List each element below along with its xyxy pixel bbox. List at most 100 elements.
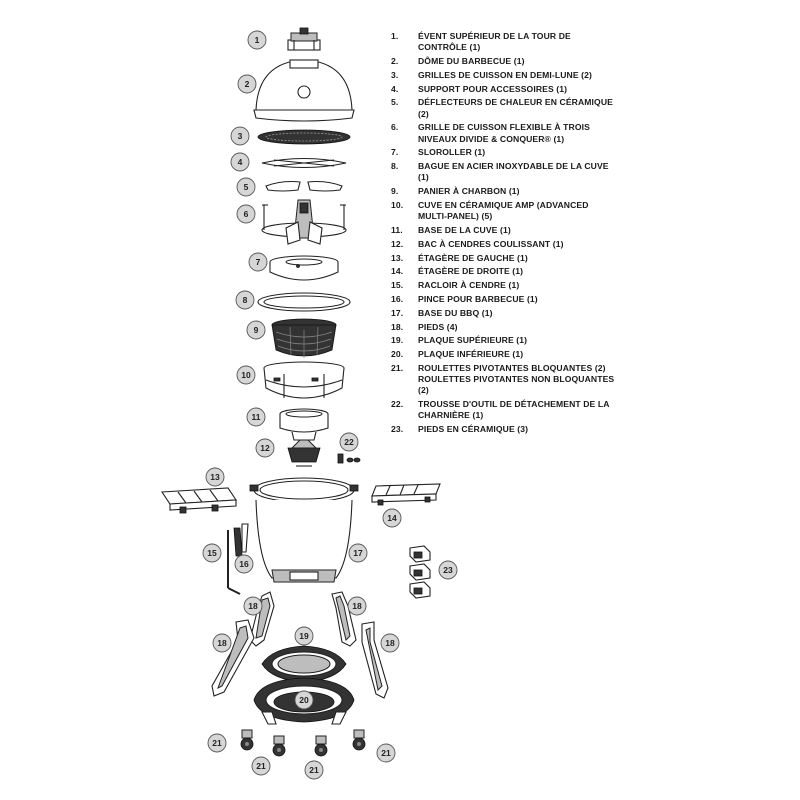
callout-11: 11 [246,407,266,427]
part-description-line: BAC À CENDRES COULISSANT (1) [418,238,564,249]
part-number: 4. [391,83,399,94]
callout-8: 8 [235,290,255,310]
part-number: 16. [391,293,404,304]
callout-5: 5 [236,177,256,197]
part-description-line: SLOROLLER (1) [418,147,486,158]
part-description-line: ÉTAGÈRE DE DROITE (1) [418,266,524,277]
part-number: 19. [391,335,404,346]
svg-text:18: 18 [248,601,258,611]
part-accessory-rack [261,157,347,169]
svg-text:15: 15 [207,548,217,558]
part-description-line: PANIER À CHARBON (1) [418,186,520,197]
part-top-plate [261,645,347,683]
svg-text:17: 17 [353,548,363,558]
callout-17: 17 [348,543,368,563]
part-number: 5. [391,97,399,108]
part-grill-gripper [233,523,249,557]
part-number: 13. [391,252,404,263]
parts-list-item: 8.BAGUE EN ACIER INOXYDABLE DE LA CUVE(1… [391,161,631,183]
callout-18a: 18 [243,596,263,616]
part-description-line: PIEDS EN CÉRAMIQUE (3) [418,424,529,435]
callout-12: 12 [255,438,275,458]
callouts: 1 2 3 4 5 6 7 8 9 10 11 12 13 14 15 16 1… [202,30,458,780]
part-description-line: ROULETTES PIVOTANTES BLOQUANTES (2) [418,362,606,373]
part-description-line: CUVE EN CÉRAMIQUE AMP (ADVANCED [418,199,589,210]
parts-list-item: 17. BASE DU BBQ (1) [391,308,631,319]
part-number: 2. [391,56,399,66]
part-description-line: PINCE POUR BARBECUE (1) [418,293,538,304]
part-casters [240,729,366,757]
parts-list-item: 7.SLOROLLER (1) [391,147,631,158]
part-description-line: SUPPORT POUR ACCESSOIRES (1) [418,83,568,94]
callout-22: 22 [339,432,359,452]
part-description-line: GRILLE DE CUISSON FLEXIBLE À TROIS [418,122,590,133]
parts-list-item: 12.BAC À CENDRES COULISSANT (1) [391,239,631,250]
parts-list-item: 13. ÉTAGÈRE DE GAUCHE (1) [391,253,631,264]
callout-16: 16 [234,554,254,574]
svg-text:7: 7 [256,257,261,267]
part-number: 21. [391,362,404,373]
svg-text:19: 19 [299,631,309,641]
svg-text:1: 1 [255,35,260,45]
part-description-line: GRILLES DE CUISSON EN DEMI-LUNE (2) [418,69,592,80]
part-description-line: ÉTAGÈRE DE GAUCHE (1) [418,252,528,263]
part-description-line: DÉFLECTEURS DE CHALEUR EN CÉRAMIQUE [418,97,613,108]
svg-text:10: 10 [241,370,251,380]
parts-list-item: 18.PIEDS (4) [391,322,631,333]
part-number: 17. [391,307,404,318]
part-description-line: BAGUE EN ACIER INOXYDABLE DE LA CUVE [418,161,609,172]
part-description-line: CONTRÔLE (1) [418,42,481,53]
svg-text:12: 12 [260,443,270,453]
part-description-line: PLAQUE INFÉRIEURE (1) [418,349,524,360]
part-legs [211,591,389,699]
svg-text:8: 8 [243,295,248,305]
svg-text:23: 23 [443,565,453,575]
parts-list-item: 9.PANIER À CHARBON (1) [391,186,631,197]
svg-text:11: 11 [252,412,261,422]
callout-21d: 21 [376,743,396,763]
parts-list-item: 4. SUPPORT POUR ACCESSOIRES (1) [391,84,631,95]
callout-21a: 21 [207,733,227,753]
part-description-line: DÔME DU BARBECUE (1) [418,56,525,66]
svg-text:6: 6 [244,209,249,219]
svg-text:22: 22 [344,437,354,447]
part-number: 14. [391,266,404,277]
svg-text:13: 13 [210,472,220,482]
part-description-line: ÉVENT SUPÉRIEUR DE LA TOUR DE [418,31,571,41]
callout-7: 7 [248,252,268,272]
part-number: 20. [391,349,404,360]
part-number: 6. [391,122,399,133]
part-description-line: (2) [418,108,429,119]
part-description-line: NIVEAUX DIVIDE & CONQUER® (1) [418,133,565,144]
part-number: 3. [391,69,399,80]
parts-list-item: 5. DÉFLECTEURS DE CHALEUR EN CÉRAMIQUE(2) [391,97,631,119]
part-description-line: BASE DU BBQ (1) [418,307,493,318]
part-description-line: MULTI-PANEL) (5) [418,211,493,222]
part-firebox-base [279,408,329,441]
part-number: 18. [391,321,404,332]
part-dome [253,59,355,122]
callout-4: 4 [230,152,250,172]
svg-text:20: 20 [299,695,309,705]
callout-9: 9 [246,320,266,340]
part-description-line: PLAQUE SUPÉRIEURE (1) [418,335,528,346]
part-description-line: ROULETTES PIVOTANTES NON BLOQUANTES [418,374,615,385]
part-ceramic-firebox [263,361,345,399]
part-right-shelf [371,483,441,506]
callout-18b: 18 [347,596,367,616]
part-grill-base [249,477,359,583]
part-number: 15. [391,280,404,291]
svg-text:14: 14 [387,513,397,523]
callout-19: 19 [294,626,314,646]
svg-text:21: 21 [256,761,266,771]
svg-text:18: 18 [352,601,362,611]
part-number: 11. [391,224,403,235]
svg-text:2: 2 [245,79,250,89]
svg-text:18: 18 [385,638,395,648]
callout-2: 2 [237,74,257,94]
callout-21b: 21 [251,756,271,776]
part-ceramic-feet [409,545,431,599]
